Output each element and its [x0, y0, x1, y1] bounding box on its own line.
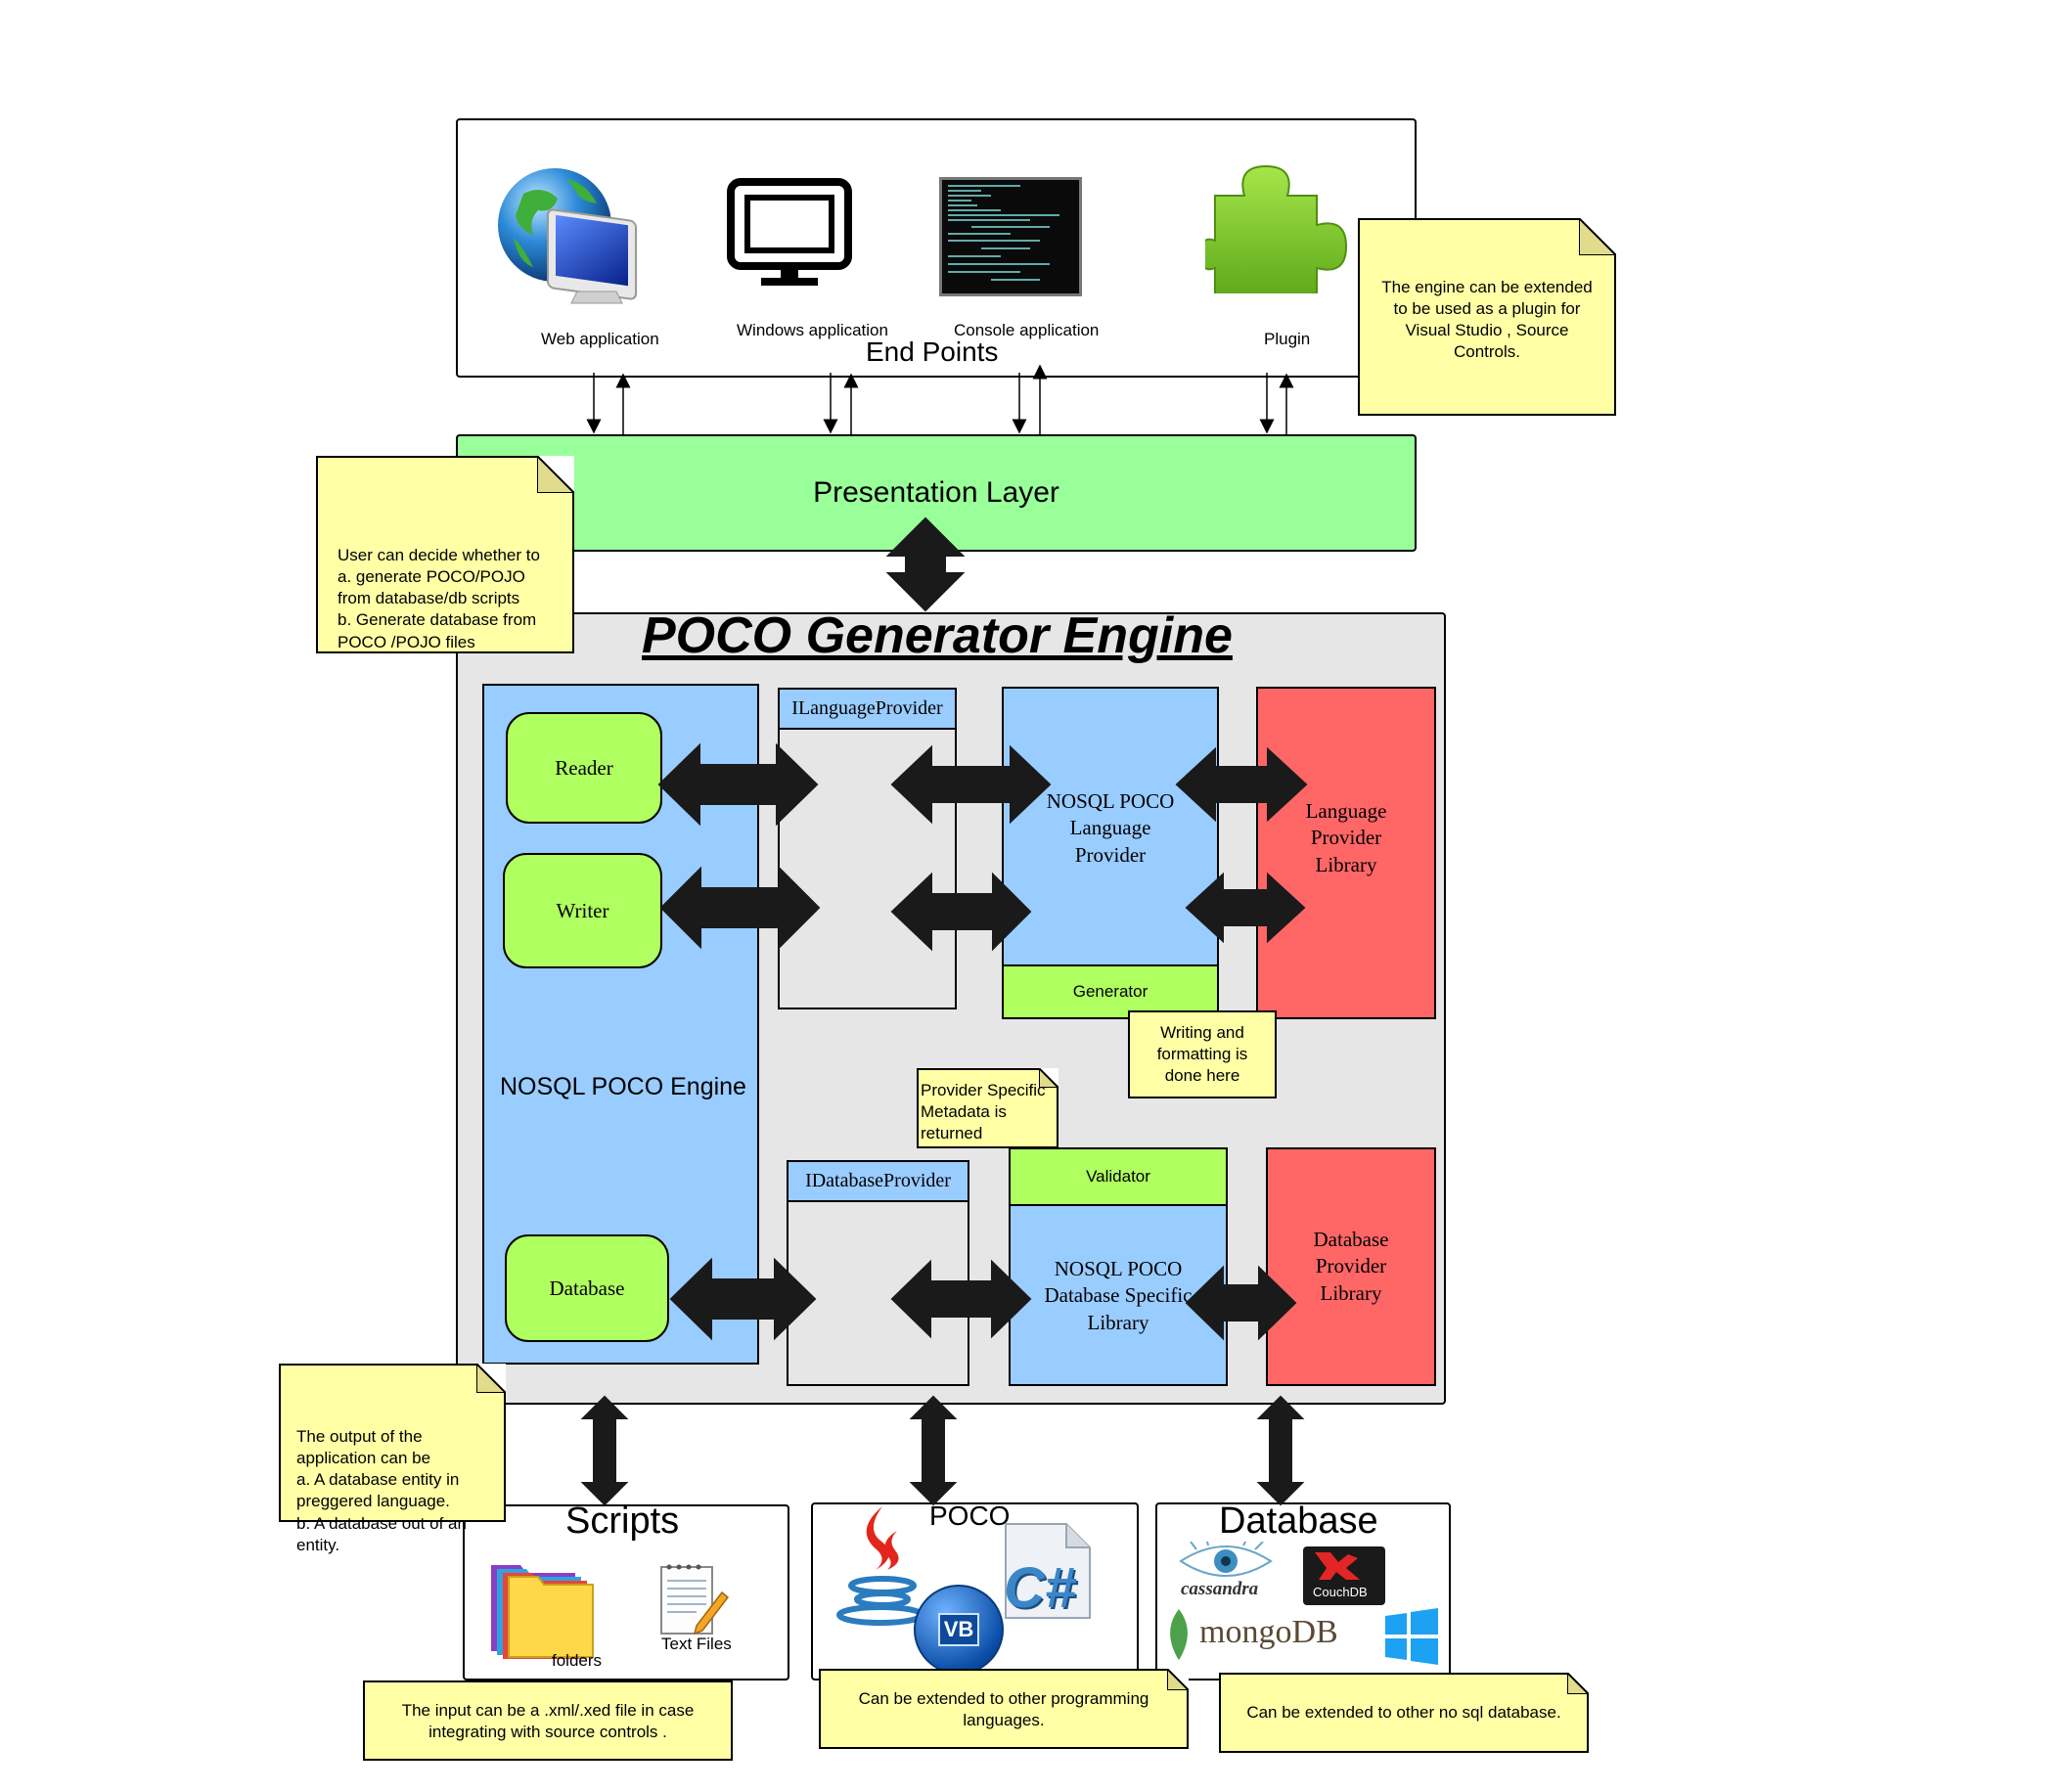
arrow-presentation-engine	[885, 516, 966, 612]
arrow-database-idb	[669, 1257, 817, 1341]
writer-box: Writer	[503, 853, 662, 968]
text-files-icon	[657, 1561, 730, 1639]
database-provider-library: Database Provider Library	[1266, 1147, 1436, 1386]
csharp-label: C#	[1004, 1556, 1077, 1620]
ilanguageprovider-box	[778, 688, 957, 1009]
note-plugin: The engine can be extended to be used as…	[1358, 218, 1616, 416]
arrow-engine-scripts	[580, 1395, 629, 1506]
note-user-choice-text: User can decide whether to a. generate P…	[338, 546, 540, 651]
mongodb-leaf-icon	[1167, 1607, 1191, 1662]
poco-title: POCO	[929, 1501, 1011, 1531]
generator-box: Generator	[1002, 964, 1219, 1019]
database-box: Database	[505, 1234, 669, 1342]
endpoints-title: End Points	[866, 336, 999, 367]
monitor-icon	[726, 178, 853, 291]
arrow-dbspecific-dblib	[1185, 1265, 1297, 1341]
database-output-title: Database	[1219, 1501, 1378, 1542]
note-metadata: Provider Specific Metadata is returned	[917, 1068, 1059, 1148]
generator-label: Generator	[1072, 982, 1149, 1001]
note-input-text: The input can be a .xml/.xed file in cas…	[401, 1701, 695, 1742]
note-fold-icon	[537, 456, 574, 493]
mongodb-label: mongoDB	[1199, 1614, 1338, 1650]
note-plugin-text: The engine can be extended to be used as…	[1381, 278, 1593, 362]
vb-icon: VB	[914, 1585, 1004, 1675]
arrow-writer-ilang	[659, 866, 821, 950]
note-output-text: The output of the application can be a. …	[296, 1427, 467, 1554]
arrow-engine-poco	[909, 1395, 958, 1506]
plugin-label: Plugin	[1264, 330, 1311, 348]
arrow-engine-database	[1256, 1395, 1305, 1506]
note-output: The output of the application can be a. …	[279, 1364, 506, 1554]
note-fold-icon	[1167, 1669, 1189, 1690]
arrow-reader-ilang	[657, 742, 819, 827]
console-icon	[939, 177, 1082, 296]
note-fold-icon	[1039, 1068, 1059, 1088]
language-provider-library-label: Language Provider Library	[1305, 799, 1387, 876]
arrow-idb-dbspecific	[890, 1259, 1032, 1339]
note-user-choice: User can decide whether to a. generate P…	[316, 456, 574, 653]
writer-label: Writer	[556, 898, 609, 922]
web-application-label: Web application	[541, 330, 659, 348]
globe-monitor-icon	[494, 164, 641, 311]
nosql-language-provider: NOSQL POCO Language Provider	[1002, 687, 1219, 1019]
note-nosql: Can be extended to other no sql database…	[1219, 1673, 1589, 1753]
note-fold-icon	[476, 1364, 506, 1393]
note-fold-icon	[1579, 218, 1616, 255]
reader-box: Reader	[506, 712, 662, 824]
presentation-layer-title: Presentation Layer	[813, 476, 1059, 509]
note-fold-icon	[1567, 1673, 1589, 1694]
reader-label: Reader	[555, 755, 613, 780]
note-writing: Writing and formatting is done here	[1128, 1010, 1277, 1098]
note-writing-text: Writing and formatting is done here	[1156, 1023, 1248, 1086]
arrow-langprovider-library-bottom	[1185, 872, 1306, 944]
nosql-db-specific-library-label: NOSQL POCO Database Specific Library	[1044, 1257, 1193, 1334]
database-label: Database	[549, 1276, 625, 1300]
note-nosql-text: Can be extended to other no sql database…	[1246, 1702, 1561, 1722]
windows-application-label: Windows application	[737, 321, 888, 339]
arrow-langprovider-library-top	[1175, 746, 1308, 823]
validator-label: Validator	[1086, 1167, 1150, 1186]
nosql-poco-engine-label: NOSQL POCO Engine	[500, 1073, 746, 1100]
folders-label: folders	[552, 1651, 603, 1670]
note-input: The input can be a .xml/.xed file in cas…	[363, 1680, 733, 1761]
note-languages-text: Can be extended to other programming lan…	[858, 1689, 1149, 1730]
validator-box: Validator	[1009, 1147, 1228, 1206]
windows-logo-icon	[1383, 1608, 1440, 1665]
ilanguageprovider-header: ILanguageProvider	[778, 688, 957, 730]
csharp-icon	[1000, 1520, 1098, 1622]
engine-title: POCO Generator Engine	[642, 607, 1233, 664]
language-provider-library: Language Provider Library	[1256, 687, 1436, 1019]
note-metadata-text: Provider Specific Metadata is returned	[921, 1081, 1046, 1143]
text-files-label: Text Files	[661, 1635, 732, 1653]
console-application-label: Console application	[954, 321, 1100, 339]
cassandra-icon	[1177, 1537, 1275, 1581]
note-languages: Can be extended to other programming lan…	[819, 1669, 1189, 1749]
folders-icon	[487, 1553, 597, 1661]
couchdb-icon: CouchDB	[1303, 1546, 1385, 1605]
nosql-language-provider-label: NOSQL POCO Language Provider	[1046, 789, 1175, 867]
cassandra-label: cassandra	[1181, 1579, 1259, 1599]
couchdb-label: CouchDB	[1313, 1585, 1368, 1599]
idatabaseprovider-label: IDatabaseProvider	[805, 1170, 951, 1191]
ilanguageprovider-label: ILanguageProvider	[791, 697, 943, 719]
scripts-title: Scripts	[565, 1501, 680, 1542]
database-provider-library-label: Database Provider Library	[1313, 1228, 1389, 1305]
vb-label: VB	[937, 1613, 980, 1646]
idatabaseprovider-header: IDatabaseProvider	[787, 1160, 969, 1202]
arrow-ilang-langprovider	[890, 744, 1052, 825]
arrow-ilang-langprovider-2	[890, 872, 1032, 952]
